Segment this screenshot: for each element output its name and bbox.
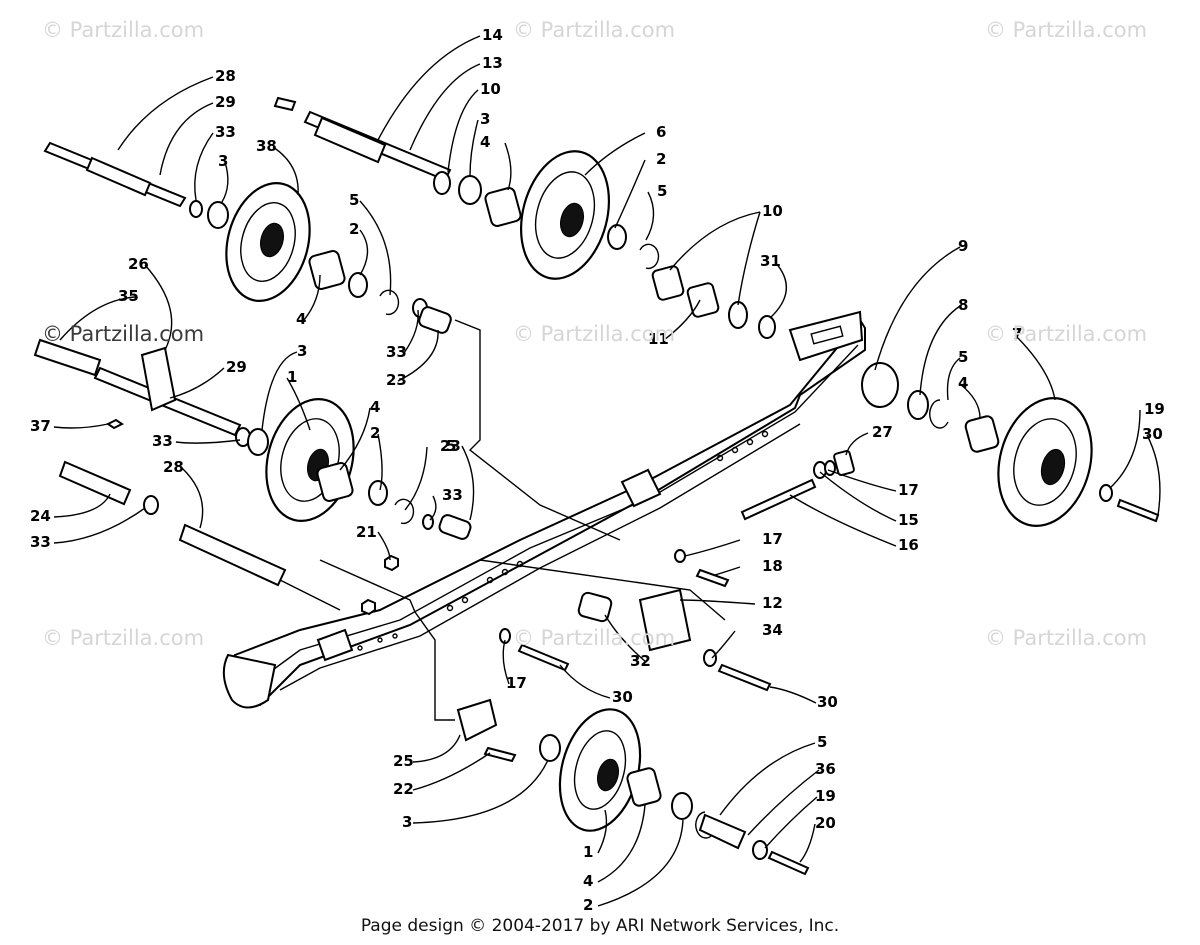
- callout-2: 2: [370, 424, 380, 442]
- callout-28: 28: [215, 67, 236, 85]
- watermark: © Partzilla.com: [513, 322, 676, 346]
- callout-5: 5: [657, 182, 667, 200]
- callout-32: 32: [630, 652, 651, 670]
- callout-4: 4: [370, 398, 380, 416]
- callout-6: 6: [656, 123, 666, 141]
- axis-lines: [279, 319, 726, 721]
- small-parts: [106, 171, 1160, 876]
- callout-labels: 14 13 10 3 4 28 29 33 3 38 6 2 5 10 5 2 …: [30, 26, 1165, 914]
- callout-31: 31: [760, 252, 781, 270]
- callout-2: 2: [656, 150, 666, 168]
- callout-10: 10: [480, 80, 501, 98]
- callout-17: 17: [506, 674, 527, 692]
- copyright-footer: Page design © 2004-2017 by ARI Network S…: [360, 916, 840, 936]
- callout-20: 20: [815, 814, 836, 832]
- watermark: © Partzilla.com: [513, 626, 676, 650]
- callout-7: 7: [1012, 325, 1022, 343]
- callout-4: 4: [583, 872, 593, 890]
- callout-30: 30: [612, 688, 633, 706]
- callout-33: 33: [215, 123, 236, 141]
- callout-33: 33: [442, 486, 463, 504]
- callout-30: 30: [817, 693, 838, 711]
- callout-29: 29: [226, 358, 247, 376]
- callout-5: 5: [446, 437, 456, 455]
- callout-3: 3: [402, 813, 412, 831]
- watermark: © Partzilla.com: [42, 322, 205, 346]
- callout-23: 23: [386, 371, 407, 389]
- callout-4: 4: [296, 310, 306, 328]
- callout-33: 33: [386, 343, 407, 361]
- watermark: © Partzilla.com: [985, 18, 1148, 42]
- watermark: © Partzilla.com: [513, 18, 676, 42]
- callout-28: 28: [163, 458, 184, 476]
- callout-2: 2: [583, 896, 593, 914]
- callout-10: 10: [762, 202, 783, 220]
- watermark: © Partzilla.com: [42, 18, 205, 42]
- callout-4: 4: [958, 374, 968, 392]
- callout-25: 25: [393, 752, 414, 770]
- callout-5: 5: [349, 191, 359, 209]
- callout-1: 1: [583, 843, 593, 861]
- wheel-1-lower: [558, 708, 642, 832]
- callout-3: 3: [218, 152, 228, 170]
- callout-34: 34: [762, 621, 783, 639]
- callout-18: 18: [762, 557, 783, 575]
- callout-23: 23: [440, 437, 461, 455]
- callout-19: 19: [1144, 400, 1165, 418]
- callout-3: 3: [297, 342, 307, 360]
- callout-17: 17: [762, 530, 783, 548]
- callout-13: 13: [482, 54, 503, 72]
- callout-22: 22: [393, 780, 414, 798]
- callout-14: 14: [482, 26, 503, 44]
- callout-4: 4: [480, 133, 490, 151]
- callout-26: 26: [128, 255, 149, 273]
- callout-36: 36: [815, 760, 836, 778]
- watermark: © Partzilla.com: [985, 322, 1148, 346]
- callout-19: 19: [815, 787, 836, 805]
- wheel-7: [997, 397, 1093, 527]
- callout-30: 30: [1142, 425, 1163, 443]
- callout-1: 1: [287, 368, 297, 386]
- callout-24: 24: [30, 507, 51, 525]
- callout-33: 33: [30, 533, 51, 551]
- slide-rail-frame: [222, 310, 866, 709]
- callout-11: 11: [648, 330, 669, 348]
- callout-33: 33: [152, 432, 173, 450]
- watermark: © Partzilla.com: [985, 626, 1148, 650]
- wheel-38: [225, 182, 311, 302]
- callout-9: 9: [958, 237, 968, 255]
- frame-holes: [357, 430, 769, 651]
- leader-lines: [53, 35, 1161, 907]
- callout-38: 38: [256, 137, 277, 155]
- callout-12: 12: [762, 594, 783, 612]
- callout-16: 16: [898, 536, 919, 554]
- callout-3: 3: [480, 110, 490, 128]
- wheel-6: [519, 150, 611, 280]
- callout-21: 21: [356, 523, 377, 541]
- wheel-1-upper: [265, 398, 355, 522]
- callout-17: 17: [898, 481, 919, 499]
- callout-15: 15: [898, 511, 919, 529]
- callout-8: 8: [958, 296, 968, 314]
- callout-5: 5: [958, 348, 968, 366]
- callout-29: 29: [215, 93, 236, 111]
- watermark: © Partzilla.com: [42, 626, 205, 650]
- callout-27: 27: [872, 423, 893, 441]
- callout-5: 5: [817, 733, 827, 751]
- callout-37: 37: [30, 417, 51, 435]
- callout-2: 2: [349, 220, 359, 238]
- callout-35: 35: [118, 287, 139, 305]
